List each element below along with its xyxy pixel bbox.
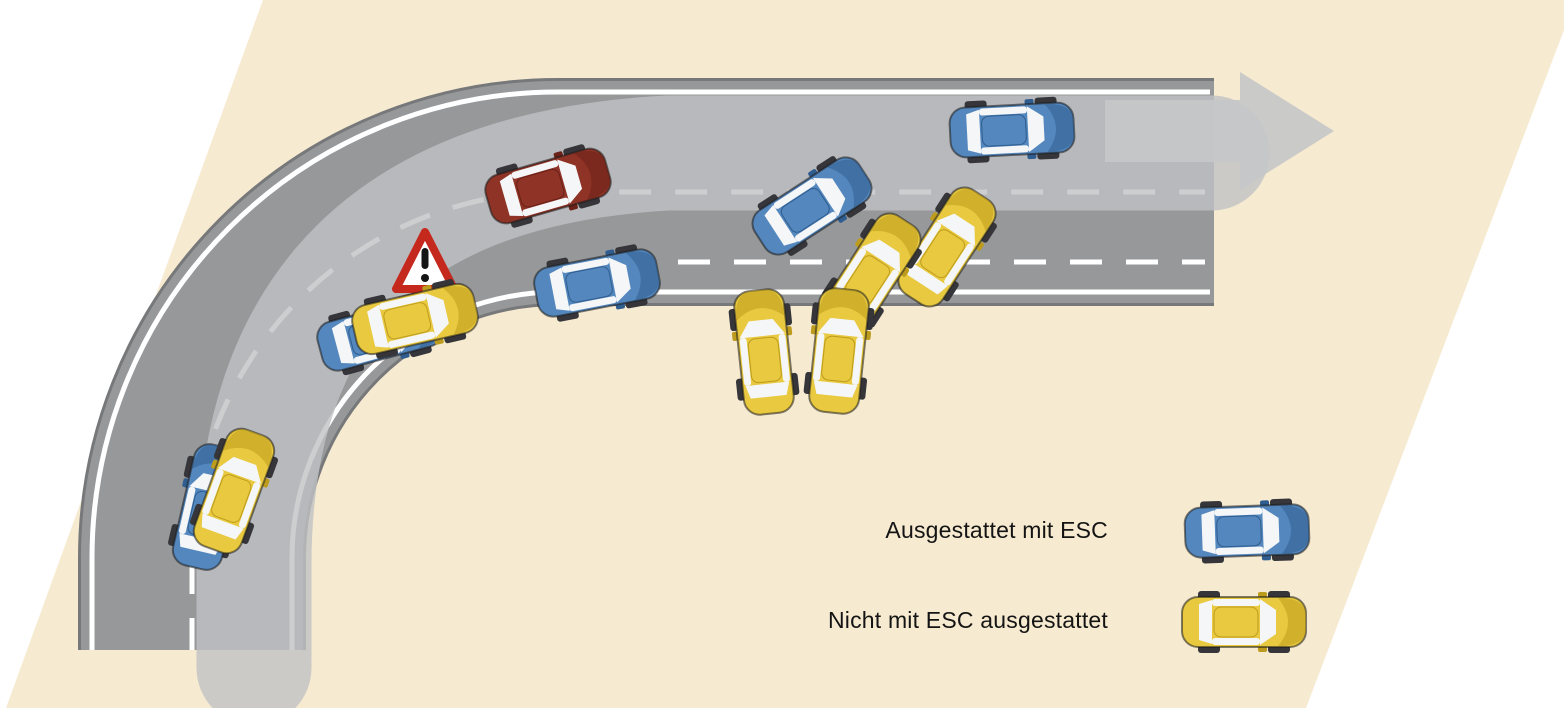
car-start-yellow	[189, 427, 279, 555]
car-oncoming-red	[484, 144, 612, 228]
car-curve-yellow	[351, 279, 479, 359]
warning-exclamation-dot	[421, 274, 429, 282]
car-skid-yellow-1	[897, 186, 997, 308]
car-skid-yellow-4	[728, 288, 800, 416]
road-outer-line	[89, 89, 1210, 650]
car-band-blue	[751, 156, 873, 256]
warning-exclamation-bar	[421, 248, 429, 269]
legend-car-blue	[1183, 498, 1311, 564]
legend-label-esc: Ausgestattet mit ESC	[885, 517, 1108, 543]
car-mid-blue	[533, 244, 661, 322]
legend-label-no-esc: Nicht mit ESC ausgestattet	[827, 607, 1108, 633]
car-skid-yellow-3	[803, 287, 875, 415]
direction-arrow	[1105, 72, 1334, 190]
legend-car-yellow	[1181, 591, 1307, 653]
car-exit-blue	[948, 96, 1076, 164]
cars-layer	[168, 96, 1311, 653]
